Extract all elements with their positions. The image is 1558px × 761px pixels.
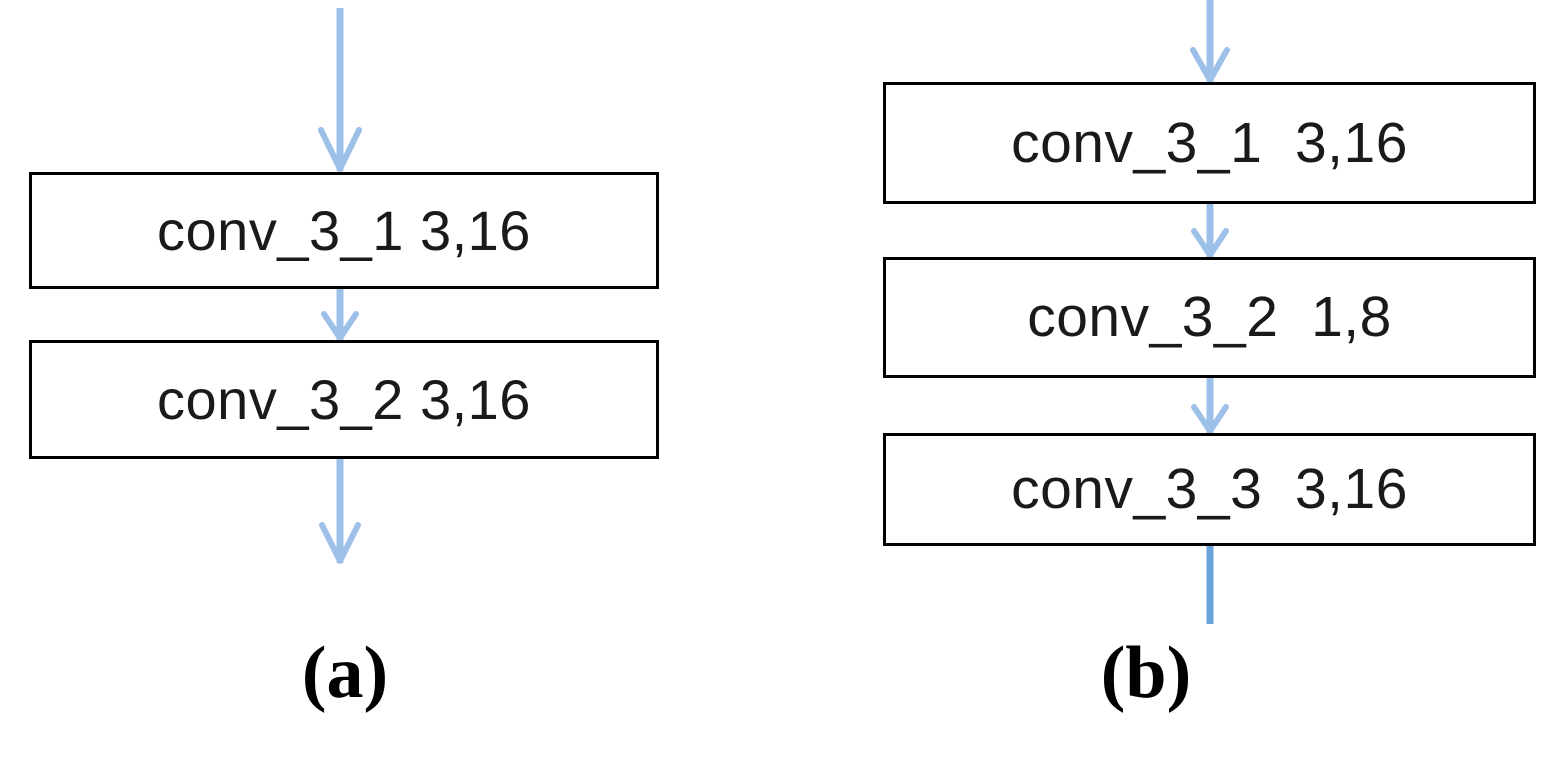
layer-block-conv-3-2-a[interactable]: conv_3_2 3,16 — [29, 340, 659, 459]
layer-block-label: conv_3_1 3,16 — [1011, 110, 1408, 175]
layer-block-conv-3-1-a[interactable]: conv_3_1 3,16 — [29, 172, 659, 289]
panel-caption-a: (a) — [301, 632, 389, 714]
layer-block-conv-3-2-b[interactable]: conv_3_2 1,8 — [883, 257, 1536, 378]
layer-block-label: conv_3_2 1,8 — [1027, 285, 1392, 349]
arrow-output-a — [310, 457, 370, 567]
layer-block-conv-3-3-b[interactable]: conv_3_3 3,16 — [883, 433, 1536, 546]
arrow-b-1-to-2 — [1180, 203, 1240, 259]
arrow-input-b — [1180, 0, 1240, 84]
layer-block-conv-3-1-b[interactable]: conv_3_1 3,16 — [883, 82, 1536, 204]
arrow-input-a — [310, 8, 370, 174]
layer-block-label: conv_3_3 3,16 — [1011, 457, 1408, 521]
arrow-b-2-to-3 — [1180, 377, 1240, 435]
arrow-output-b — [1180, 544, 1240, 626]
panel-caption-b: (b) — [1100, 632, 1192, 714]
panel-b: conv_3_1 3,16 conv_3_2 1,8 conv_3_3 3,16 — [780, 0, 1558, 761]
layer-block-label: conv_3_2 3,16 — [157, 367, 531, 431]
panel-a: conv_3_1 3,16 conv_3_2 3,16 (a) — [29, 8, 659, 714]
layer-block-label: conv_3_1 3,16 — [157, 198, 531, 262]
arrow-a-1-to-2 — [310, 288, 370, 342]
